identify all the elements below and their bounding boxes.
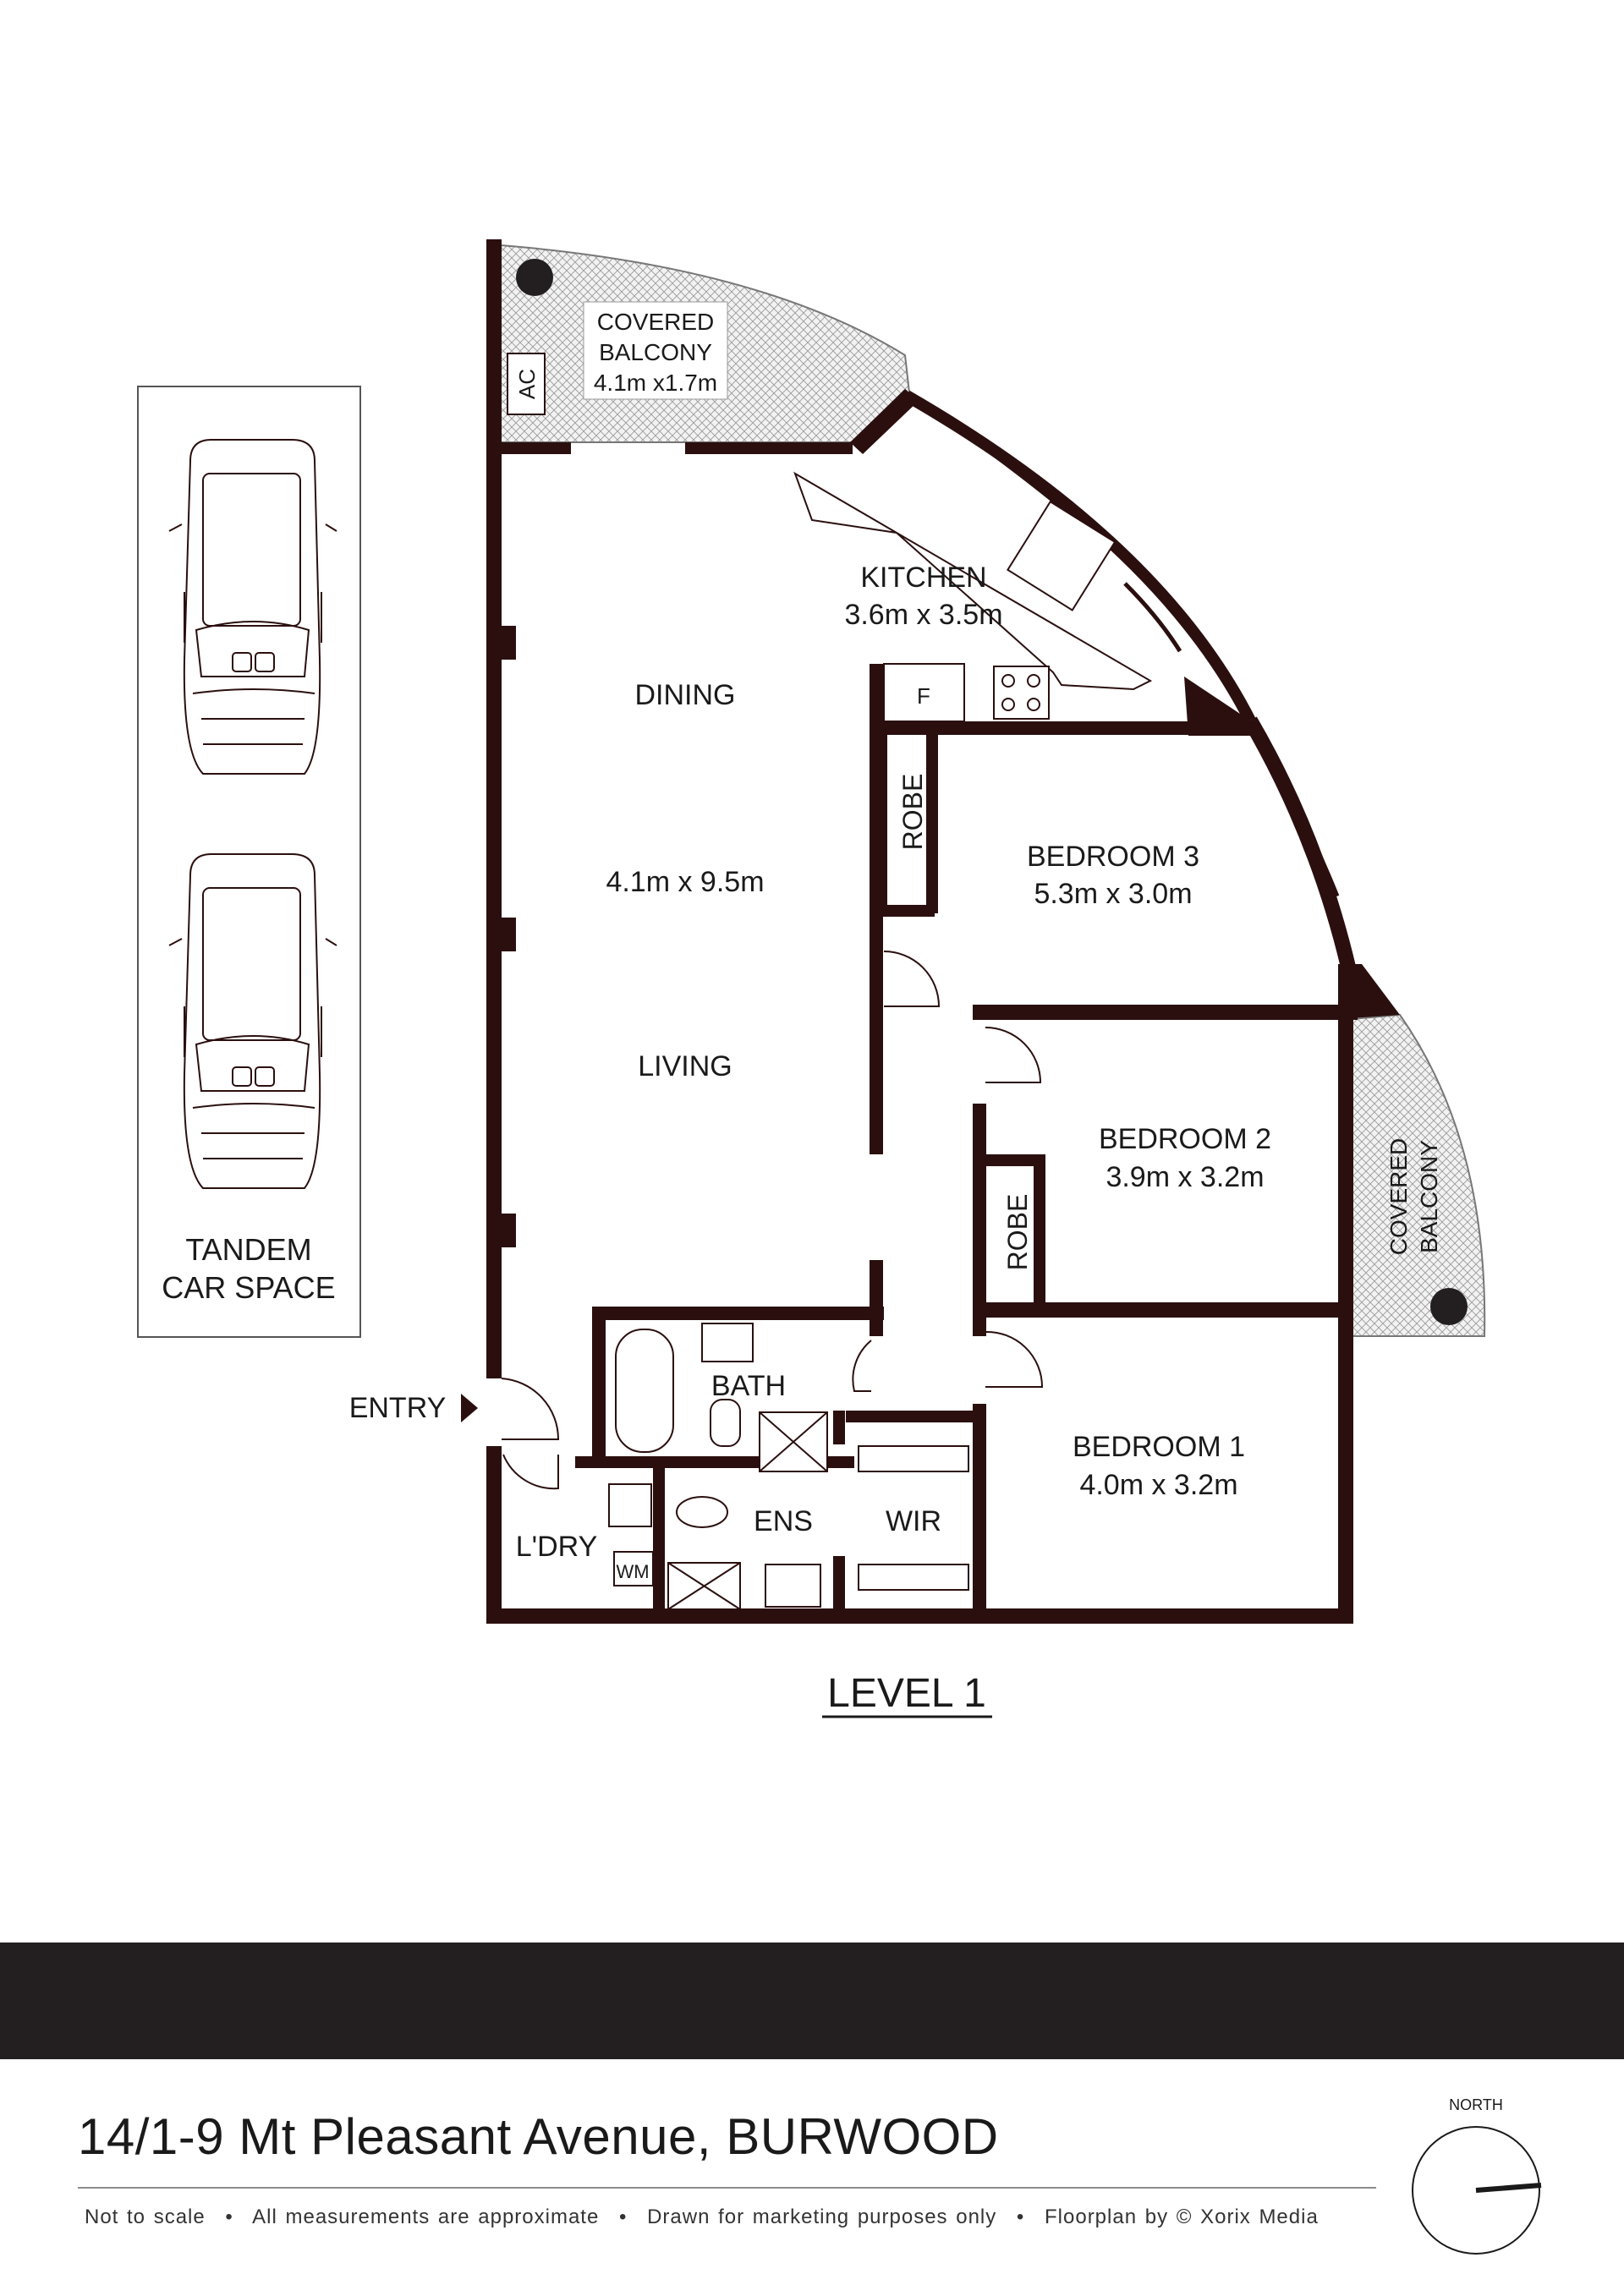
disclaimer-item: Not to scale — [85, 2206, 206, 2228]
car-space-label-line2: CAR SPACE — [162, 1270, 335, 1305]
property-address: 14/1-9 Mt Pleasant Avenue, BURWOOD — [78, 2108, 999, 2165]
ensuite-label: ENS — [754, 1505, 813, 1537]
balcony-top-line2: BALCONY — [599, 339, 712, 365]
car-icon — [168, 853, 337, 1189]
ac-label: AC — [514, 369, 540, 399]
walls — [486, 239, 1400, 1624]
disclaimer-separator: • — [619, 2206, 628, 2228]
disclaimer: Not to scale • All measurements are appr… — [85, 2206, 1319, 2229]
level-label: LEVEL 1 — [827, 1671, 986, 1716]
dining-living-size: 4.1m x 9.5m — [606, 866, 764, 898]
bedroom1-label: BEDROOM 1 — [1073, 1431, 1245, 1463]
bedroom3-label: BEDROOM 3 — [1027, 841, 1199, 873]
robe-bed2-label: ROBE — [1002, 1194, 1033, 1271]
kitchen-label: KITCHEN — [860, 562, 986, 594]
side-balcony-line2: BALCONY — [1416, 1140, 1442, 1253]
balcony-post-icon — [516, 259, 553, 296]
laundry-label: L'DRY — [516, 1531, 598, 1563]
disclaimer-item: All measurements are approximate — [252, 2206, 600, 2228]
compass-needle-icon — [1475, 2183, 1542, 2193]
car-space-label-line1: TANDEM — [185, 1232, 311, 1267]
bath-label: BATH — [711, 1370, 786, 1402]
balcony-top-label: COVERED BALCONY 4.1m x1.7m — [583, 301, 728, 400]
bedroom1-size: 4.0m x 3.2m — [1079, 1469, 1237, 1501]
side-balcony-line1: COVERED — [1385, 1138, 1412, 1255]
balcony-post-icon — [1430, 1288, 1468, 1325]
footer-rule — [78, 2187, 1376, 2189]
dining-label: DINING — [635, 679, 736, 711]
entry-label: ENTRY — [349, 1392, 447, 1424]
living-label: LIVING — [638, 1050, 732, 1082]
disclaimer-separator: • — [1016, 2206, 1025, 2228]
fridge-label: F — [917, 683, 930, 709]
balcony-top-line1: COVERED — [597, 309, 714, 335]
disclaimer-item: Floorplan by © Xorix Media — [1045, 2206, 1319, 2228]
balcony-top-size: 4.1m x1.7m — [594, 370, 717, 396]
disclaimer-item: Drawn for marketing purposes only — [647, 2206, 997, 2228]
disclaimer-separator: • — [225, 2206, 233, 2228]
tandem-car-space: TANDEM CAR SPACE — [137, 386, 361, 1338]
north-compass: NORTH — [1412, 2096, 1542, 2255]
car-icon — [168, 439, 337, 775]
north-label: NORTH — [1449, 2096, 1503, 2113]
wir-label: WIR — [886, 1505, 941, 1537]
covered-balcony-side — [1351, 1013, 1486, 1337]
footer-band — [0, 1943, 1624, 2059]
wm-label: WM — [616, 1561, 649, 1582]
robe-bed3-label: ROBE — [897, 774, 928, 851]
bedroom2-label: BEDROOM 2 — [1099, 1123, 1271, 1155]
bedroom2-size: 3.9m x 3.2m — [1106, 1161, 1264, 1193]
bedroom3-size: 5.3m x 3.0m — [1034, 878, 1192, 910]
kitchen-size: 3.6m x 3.5m — [844, 599, 1002, 631]
